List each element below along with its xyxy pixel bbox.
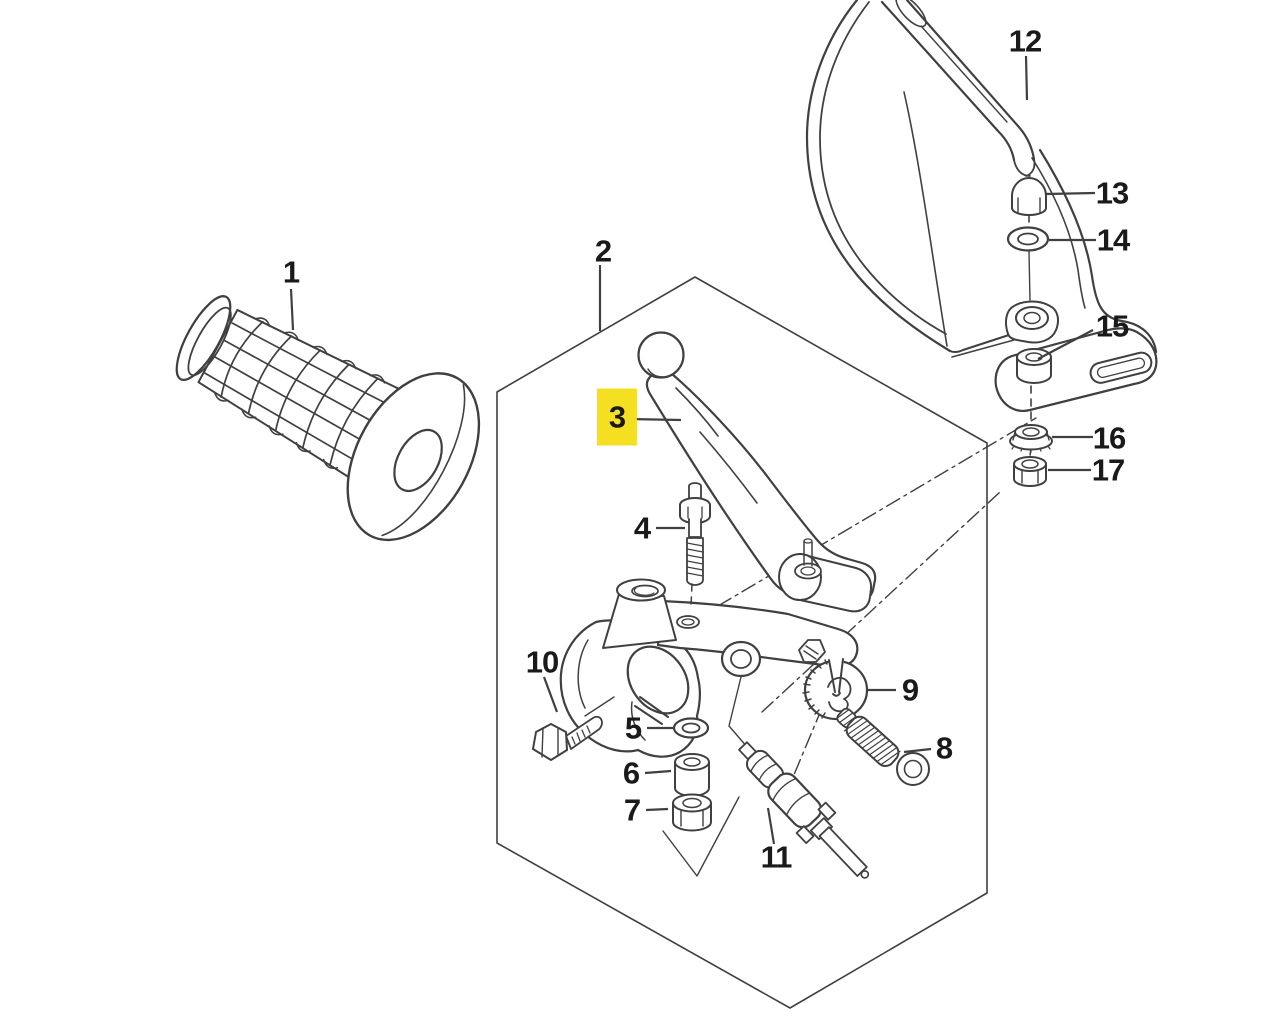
stud-4-drawing: [679, 482, 711, 607]
nut-17-drawing: [1013, 456, 1047, 487]
adjuster-screw-8-drawing: [836, 707, 930, 786]
part-callout-8[interactable]: 8: [935, 730, 953, 766]
nut-7-drawing: [672, 793, 712, 832]
leader-line-8: [903, 747, 932, 754]
cam-plate-9-drawing: [802, 658, 869, 721]
part-callout-15[interactable]: 15: [1095, 308, 1129, 344]
part-callout-5[interactable]: 5: [624, 710, 642, 746]
part-callout-11[interactable]: 11: [760, 839, 793, 875]
leader-line-15: [1037, 329, 1094, 360]
assembly-boundary-hexagon: [496, 276, 988, 1009]
guard-hardware-column: [1006, 177, 1053, 487]
hand-guard-drawing: [805, 0, 1158, 412]
part-callout-14[interactable]: 14: [1096, 222, 1130, 258]
leader-line-11: [766, 807, 776, 845]
leader-line-1: [289, 288, 295, 331]
part-callout-9[interactable]: 9: [901, 672, 919, 708]
leader-line-12: [1024, 55, 1029, 101]
leader-line-7: [645, 807, 669, 812]
clutch-lever-drawing: [637, 331, 877, 613]
part-callout-2[interactable]: 2: [594, 233, 612, 269]
leader-line-3: [628, 417, 682, 422]
spacer-6-drawing: [674, 753, 710, 797]
leader-line-10: [542, 676, 559, 713]
part-callout-12[interactable]: 12: [1008, 23, 1042, 59]
lever-holder-drawing: [559, 578, 859, 877]
part-callout-6[interactable]: 6: [622, 755, 640, 791]
flange-nut-16-drawing: [1009, 424, 1053, 453]
handlebar-grip-drawing: [175, 295, 481, 542]
cap-nut-13-drawing: [1011, 177, 1047, 216]
part-callout-10[interactable]: 10: [525, 644, 559, 680]
washer-14-drawing: [1006, 226, 1050, 252]
leader-line-6: [644, 769, 672, 775]
part-callout-16[interactable]: 16: [1092, 420, 1126, 456]
clamp-bolt-10-drawing: [532, 715, 603, 761]
washer-5-drawing: [672, 717, 710, 739]
part-callout-17[interactable]: 17: [1091, 452, 1125, 488]
spacer-15-drawing: [1016, 348, 1052, 384]
cable-adjuster-11-drawing: [738, 741, 870, 879]
stud-and-fasteners-column: [672, 482, 712, 832]
part-callout-13[interactable]: 13: [1095, 175, 1129, 211]
part-callout-1[interactable]: 1: [282, 254, 300, 290]
part-callout-4[interactable]: 4: [633, 510, 651, 546]
part-callout-3[interactable]: 3: [596, 388, 638, 446]
part-callout-7[interactable]: 7: [623, 792, 641, 828]
leader-lines: [289, 55, 1096, 845]
leader-line-13: [1045, 191, 1096, 196]
